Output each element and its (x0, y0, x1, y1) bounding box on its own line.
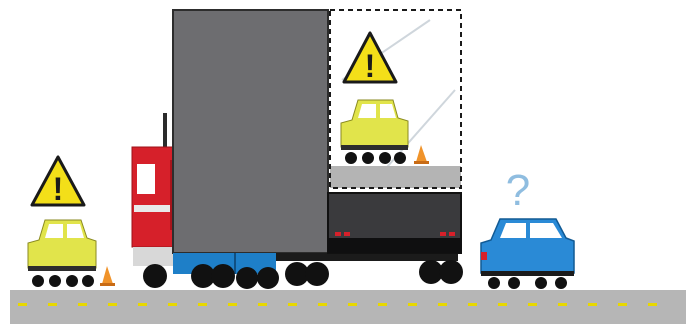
question-mark-icon: ? (506, 166, 530, 215)
road-icon (10, 290, 686, 324)
traffic-cone-icon (100, 266, 115, 286)
yellow-car-icon (28, 220, 96, 287)
blue-car-icon (481, 219, 574, 289)
warning-mark: ! (53, 171, 64, 207)
warning-mark: ! (365, 48, 376, 84)
warning-sign-icon: ! (32, 157, 84, 207)
question-mark: ? (506, 166, 530, 215)
